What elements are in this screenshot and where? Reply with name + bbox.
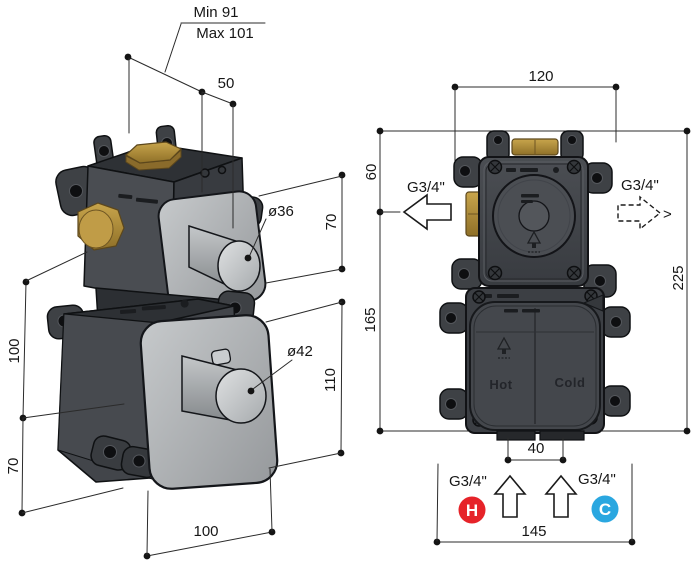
dim-70-left-label: 70: [5, 458, 22, 475]
dim-120: 120: [451, 68, 620, 163]
dim-50-label: 50: [218, 75, 235, 92]
brass-plug-top-iso: [124, 141, 183, 171]
dim-110-label: 110: [322, 368, 339, 392]
dim-dia42: ø42: [247, 343, 313, 395]
lower-unit-front: Hot Cold: [439, 287, 631, 441]
dim-50: 50: [201, 75, 237, 229]
isometric-view: Min 91 Max 101 50 ø36 70: [5, 4, 346, 560]
outlet-right-annotation: G3/4" >: [617, 177, 672, 231]
cartridge-symbol-icon: [526, 230, 542, 253]
inlet-hot-arrow-icon: [493, 474, 527, 518]
dim-70-left: 70: [5, 417, 124, 517]
dim-dia36: ø36: [244, 203, 294, 262]
min-depth-label: Min 91: [193, 4, 238, 21]
inlet-hot-thread-label: G3/4": [449, 473, 487, 490]
upper-screws: [487, 159, 582, 281]
cartridge-symbol-lower-icon: [496, 336, 512, 359]
inlet-cold-arrow-icon: [544, 474, 578, 518]
dim-70-right-label: 70: [323, 214, 340, 231]
top-mount-tabs: [486, 130, 584, 162]
dim-145-label: 145: [521, 523, 546, 540]
inlet-stub-hot: [496, 430, 536, 441]
cold-badge: [591, 495, 619, 523]
cold-emboss-label: Cold: [555, 375, 586, 390]
inlet-cold-thread-label: G3/4": [578, 471, 616, 488]
outlet-right-thread-label: G3/4": [621, 177, 659, 194]
outlet-right-arrow-icon: [617, 195, 662, 231]
hot-emboss-label: Hot: [489, 377, 512, 392]
dia42-label: ø42: [287, 343, 313, 360]
outlet-left-arrow-icon: [402, 193, 452, 231]
brass-plug-left-iso: [77, 202, 125, 251]
outlet-right-arrow-hint: >: [663, 206, 672, 223]
dim-165-label: 165: [362, 307, 379, 332]
dim-100-left-label: 100: [6, 338, 23, 363]
inlet-cold-annotation: G3/4" C: [544, 471, 619, 523]
corner-flag-detail: [582, 294, 604, 312]
dim-100-bottom-label: 100: [193, 523, 218, 540]
dim-110: 110: [265, 298, 346, 469]
dim-min-max: Min 91 Max 101: [124, 4, 266, 193]
hot-badge-letter: H: [466, 501, 478, 520]
dim-60-label: 60: [363, 164, 380, 181]
dim-145: 145: [433, 463, 636, 546]
inlet-hot-annotation: G3/4" H: [449, 473, 527, 524]
hot-badge: [458, 496, 486, 524]
dim-225-label: 225: [670, 265, 687, 290]
outlet-left-thread-label: G3/4": [407, 179, 445, 196]
dim-100-bottom: 100: [143, 468, 276, 560]
inlet-stub-cold: [539, 430, 585, 441]
max-depth-label: Max 101: [196, 25, 254, 42]
dim-100-left: 100: [6, 251, 125, 422]
dia36-label: ø36: [268, 203, 294, 220]
front-view: 120 60 165 225 G3/4" G3/4" >: [362, 68, 691, 546]
brass-plug-top: [511, 138, 559, 156]
outlet-left-annotation: G3/4": [402, 179, 452, 231]
dim-70-right: 70: [258, 171, 346, 284]
dim-40: 40: [504, 437, 567, 464]
cold-badge-letter: C: [599, 500, 611, 519]
lower-knob-iso: [181, 348, 267, 424]
dim-40-label: 40: [528, 440, 545, 457]
upper-knob-iso: [188, 224, 261, 293]
dim-120-label: 120: [528, 68, 553, 85]
